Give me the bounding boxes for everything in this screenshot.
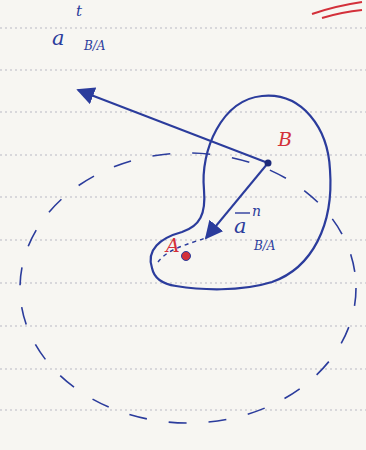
rigid-body-outline xyxy=(151,96,331,290)
tangential-acceleration-arrow xyxy=(78,90,268,163)
vector-bar xyxy=(235,212,250,213)
vector-symbol: a xyxy=(234,216,247,237)
point-b xyxy=(265,160,272,167)
normal-acceleration-arrow xyxy=(206,163,268,238)
point-a xyxy=(182,252,191,261)
point-label: B xyxy=(278,130,292,149)
superscript: t xyxy=(76,4,82,19)
red-mark xyxy=(312,2,362,18)
point-label: A xyxy=(166,236,180,255)
notebook-lines xyxy=(0,28,366,410)
subscript: B/A xyxy=(254,240,276,252)
dashed-line-a xyxy=(158,238,205,262)
subscript: B/A xyxy=(84,40,106,52)
superscript: n xyxy=(252,204,261,218)
vector-symbol: a xyxy=(52,28,65,49)
